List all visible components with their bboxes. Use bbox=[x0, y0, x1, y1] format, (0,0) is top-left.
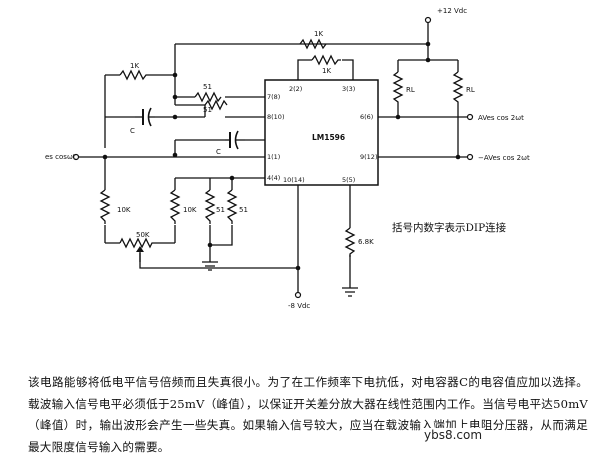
resistor-top-1k bbox=[299, 38, 327, 50]
resistors bbox=[99, 38, 464, 262]
capacitors bbox=[135, 107, 245, 150]
resistor-10k-a-label: 10K bbox=[117, 206, 131, 214]
resistor-51-c bbox=[204, 189, 216, 224]
potentiometer-50k bbox=[119, 237, 160, 249]
resistor-51-b bbox=[204, 99, 228, 111]
dip-note: 括号内数字表示DIP连接 bbox=[392, 221, 507, 234]
capacitor-c2 bbox=[225, 130, 245, 150]
wires bbox=[104, 22, 470, 292]
resistor-rl-b bbox=[452, 71, 464, 105]
resistor-10k-b bbox=[169, 189, 181, 224]
resistor-51-a bbox=[194, 91, 222, 103]
resistor-51-d bbox=[226, 189, 238, 224]
resistor-top-1k-label: 1K bbox=[314, 30, 323, 38]
pin-7-label: 7(8) bbox=[267, 93, 280, 101]
resistor-chip-1k-label: 1K bbox=[322, 67, 331, 75]
output-neg-terminal bbox=[466, 153, 474, 161]
output-pos-terminal bbox=[466, 113, 474, 121]
pin-6-label: 6(6) bbox=[360, 113, 373, 121]
pin-1-label: 1(1) bbox=[267, 153, 280, 161]
resistor-51-a-label: 51 bbox=[203, 83, 212, 91]
ground-icon bbox=[342, 287, 358, 297]
resistor-6-8k-label: 6.8K bbox=[358, 238, 374, 246]
output-pos-label: AVes cos 2ωt bbox=[478, 114, 524, 122]
terminals bbox=[72, 16, 474, 299]
circuit-schematic: LM1596 2(2) 3(3) 7(8) 8(10) 6(6) 1(1) 9(… bbox=[45, 7, 530, 310]
resistor-6-8k bbox=[344, 227, 356, 257]
resistor-left-1k bbox=[119, 69, 150, 81]
capacitor-c2-label: C bbox=[216, 148, 221, 156]
resistor-rl-b-label: RL bbox=[466, 86, 475, 94]
pin-3-label: 3(3) bbox=[342, 85, 355, 93]
pin-8-label: 8(10) bbox=[267, 113, 284, 121]
pin-10-label: 10(14) bbox=[283, 176, 305, 184]
supply-neg-label: -8 Vdc bbox=[288, 302, 310, 310]
watermark: ybs8.com bbox=[422, 428, 485, 442]
pin-4-label: 4(4) bbox=[267, 174, 280, 182]
supply-pos-label: +12 Vdc bbox=[437, 7, 467, 15]
resistor-51-c-label: 51 bbox=[216, 206, 225, 214]
lm1596-chip bbox=[264, 79, 379, 186]
potentiometer-label: 50K bbox=[136, 231, 150, 239]
supply-neg-terminal bbox=[294, 291, 302, 299]
resistor-chip-1k bbox=[311, 54, 341, 66]
pin-2-label: 2(2) bbox=[289, 85, 302, 93]
resistor-10k-a bbox=[99, 189, 111, 224]
supply-pos-terminal bbox=[424, 16, 432, 24]
resistor-rl-a bbox=[392, 71, 404, 105]
ground-icon bbox=[202, 261, 218, 271]
pin-9-label: 9(12) bbox=[360, 153, 377, 161]
ground-symbols bbox=[202, 261, 358, 297]
resistor-rl-a-label: RL bbox=[406, 86, 415, 94]
pin-5-label: 5(5) bbox=[342, 176, 355, 184]
resistor-51-d-label: 51 bbox=[239, 206, 248, 214]
circuit-description: 该电路能够将低电平信号倍频而且失真很小。为了在工作频率下电抗低，对电容器C的电容… bbox=[28, 375, 588, 454]
junction-dots bbox=[102, 41, 461, 271]
output-neg-label: −AVes cos 2ωt bbox=[478, 154, 530, 162]
chip-name: LM1596 bbox=[312, 133, 345, 142]
resistor-left-1k-label: 1K bbox=[130, 62, 139, 70]
capacitor-c1-label: C bbox=[130, 127, 135, 135]
input-terminal bbox=[72, 153, 80, 161]
input-label: es cosωt bbox=[45, 153, 76, 161]
resistor-51-b-label: 51 bbox=[203, 106, 212, 114]
capacitor-c1 bbox=[135, 107, 155, 127]
resistor-10k-b-label: 10K bbox=[183, 206, 197, 214]
